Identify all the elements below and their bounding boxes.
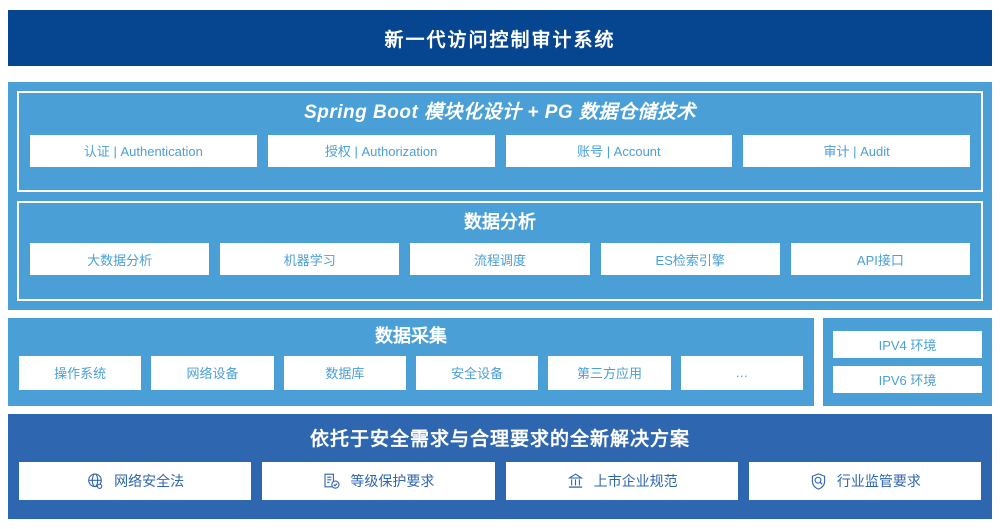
chip-security-device[interactable]: 安全设备 xyxy=(415,355,539,390)
chip-machine-learning[interactable]: 机器学习 xyxy=(220,243,400,276)
chip-ipv6-environment[interactable]: IPV6 环境 xyxy=(833,366,982,393)
chip-operating-system[interactable]: 操作系统 xyxy=(19,355,142,390)
chip-ipv4-environment[interactable]: IPV4 环境 xyxy=(833,331,982,358)
shield-search-icon xyxy=(809,472,828,491)
chip-audit[interactable]: 审计 | Audit xyxy=(743,134,970,167)
solution-title: 依托于安全需求与合理要求的全新解决方案 xyxy=(309,429,690,450)
data-collection-row: 数据采集 操作系统 网络设备 数据库 安全设备 第三方应用 … IPV4 环境 … xyxy=(8,318,992,406)
data-collection-chip-row: 操作系统 网络设备 数据库 安全设备 第三方应用 … xyxy=(19,355,803,390)
chip-api-interface[interactable]: API接口 xyxy=(790,243,971,276)
platform-block-springboot-title: Spring Boot 模块化设计 + PG 数据仓储技术 xyxy=(304,102,696,123)
page-header: 新一代访问控制审计系统 xyxy=(8,10,992,66)
chip-classified-protection[interactable]: 等级保护要求 xyxy=(262,462,495,500)
platform-block-data-analysis: 数据分析 大数据分析 机器学习 流程调度 ES检索引擎 API接口 xyxy=(17,200,983,301)
chip-big-data-analysis[interactable]: 大数据分析 xyxy=(30,243,210,276)
chip-classified-protection-label: 等级保护要求 xyxy=(350,473,435,489)
data-collection-title: 数据采集 xyxy=(375,326,447,346)
chip-third-party-application[interactable]: 第三方应用 xyxy=(548,355,671,390)
platform-block-data-analysis-chip-row: 大数据分析 机器学习 流程调度 ES检索引擎 API接口 xyxy=(30,243,971,276)
platform-block-springboot: Spring Boot 模块化设计 + PG 数据仓储技术 认证 | Authe… xyxy=(17,91,983,192)
solution-panel: 依托于安全需求与合理要求的全新解决方案 网络安全法 xyxy=(8,414,992,519)
chip-network-device[interactable]: 网络设备 xyxy=(151,355,274,390)
chip-authorization[interactable]: 授权 | Authorization xyxy=(267,134,495,167)
chip-industry-supervision[interactable]: 行业监管要求 xyxy=(748,462,981,500)
bank-building-icon xyxy=(566,472,585,491)
document-check-icon xyxy=(322,472,341,491)
solution-chip-row: 网络安全法 等级保护要求 xyxy=(19,462,981,500)
data-collection-panel: 数据采集 操作系统 网络设备 数据库 安全设备 第三方应用 … xyxy=(8,318,814,406)
chip-process-scheduling[interactable]: 流程调度 xyxy=(410,243,590,276)
chip-listed-enterprise-standard[interactable]: 上市企业规范 xyxy=(505,462,738,500)
globe-icon xyxy=(86,472,105,491)
chip-es-search-engine[interactable]: ES检索引擎 xyxy=(600,243,780,276)
platform-block-data-analysis-title: 数据分析 xyxy=(464,211,536,232)
chip-account[interactable]: 账号 | Account xyxy=(505,134,733,167)
chip-authentication[interactable]: 认证 | Authentication xyxy=(30,134,257,167)
chip-listed-enterprise-standard-label: 上市企业规范 xyxy=(593,473,678,489)
chip-cybersecurity-law[interactable]: 网络安全法 xyxy=(19,462,252,500)
platform-block-springboot-chip-row: 认证 | Authentication 授权 | Authorization 账… xyxy=(30,134,970,167)
platform-panel: Spring Boot 模块化设计 + PG 数据仓储技术 认证 | Authe… xyxy=(8,82,992,310)
chip-industry-supervision-label: 行业监管要求 xyxy=(836,473,921,489)
chip-cybersecurity-law-label: 网络安全法 xyxy=(114,473,185,489)
environment-panel: IPV4 环境 IPV6 环境 xyxy=(823,318,992,406)
chip-database[interactable]: 数据库 xyxy=(283,355,406,390)
page-title: 新一代访问控制审计系统 xyxy=(384,29,616,51)
chip-more-ellipsis[interactable]: … xyxy=(680,355,803,390)
